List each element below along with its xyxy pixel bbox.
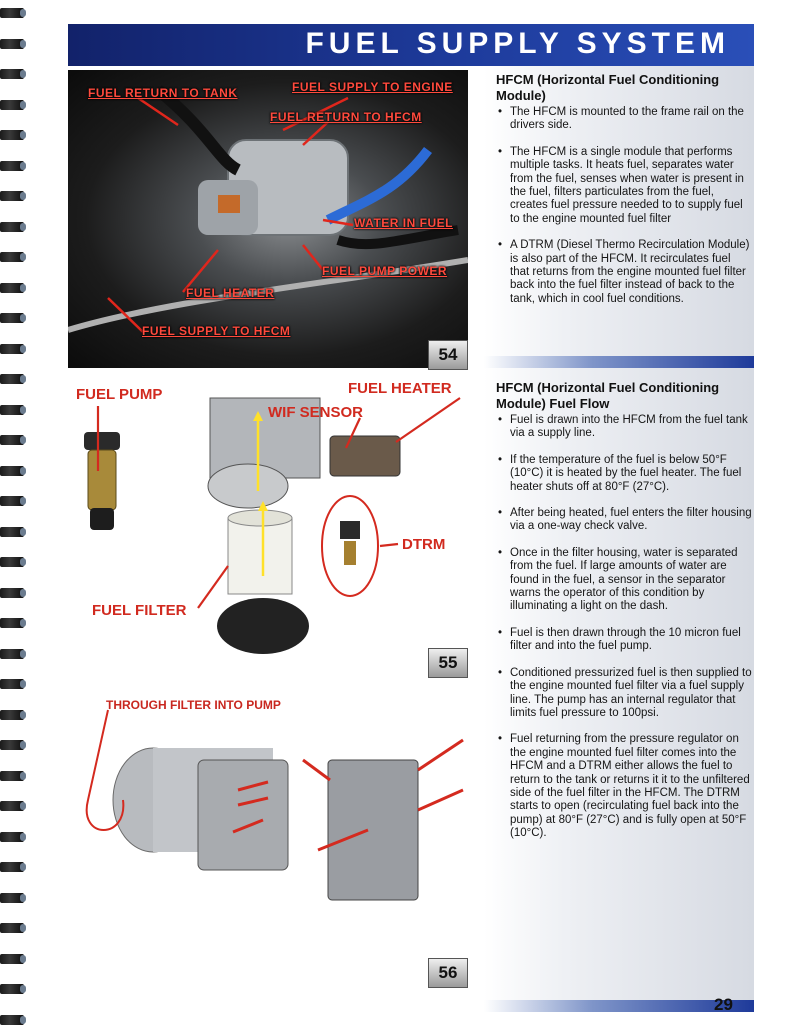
label-fuel-supply-to-engine: FUEL SUPPLY TO ENGINE [292, 80, 453, 94]
spiral-coil [0, 526, 26, 537]
section-fuel-flow: HFCM (Horizontal Fuel Conditioning Modul… [496, 380, 752, 854]
spiral-coil [0, 343, 26, 354]
page-title: FUEL SUPPLY SYSTEM [305, 27, 730, 60]
label-fuel-supply-to-hfcm: FUEL SUPPLY TO HFCM [142, 324, 291, 338]
label-fuel-heater-55: FUEL HEATER [348, 380, 452, 397]
spiral-coil [0, 404, 26, 415]
bullet: Fuel is then drawn through the 10 micron… [496, 627, 752, 654]
bullet: Fuel is drawn into the HFCM from the fue… [496, 414, 752, 441]
spiral-coil [0, 496, 26, 506]
spiral-coil [0, 38, 26, 49]
figure-number-54: 54 [428, 340, 468, 370]
spiral-coil [0, 862, 26, 872]
spiral-coil [0, 801, 26, 811]
spiral-coil [0, 282, 26, 293]
figure-54-photo: FUEL RETURN TO TANK FUEL SUPPLY TO ENGIN… [67, 70, 469, 370]
header-banner: FUEL SUPPLY SYSTEM [68, 24, 754, 66]
spiral-coil [0, 435, 26, 445]
label-through-filter-into-pump: THROUGH FILTER INTO PUMP [106, 698, 281, 712]
spiral-coil [0, 770, 26, 781]
section-hfcm-bullets: The HFCM is mounted to the frame rail on… [496, 106, 750, 306]
bullet: A DTRM (Diesel Thermo Recirculation Modu… [496, 239, 750, 306]
spiral-binding [0, 0, 40, 1028]
spiral-coil [0, 679, 26, 689]
section-divider-2 [484, 1000, 754, 1012]
label-fuel-filter: FUEL FILTER [92, 602, 187, 619]
label-fuel-heater: FUEL HEATER [186, 286, 275, 300]
bullet: The HFCM is mounted to the frame rail on… [496, 106, 750, 133]
spiral-coil [0, 130, 26, 140]
spiral-coil [0, 923, 26, 933]
spiral-coil [0, 984, 26, 994]
label-water-in-fuel: WATER IN FUEL [354, 216, 453, 230]
figure-54-illustration [67, 85, 469, 333]
spiral-coil [0, 99, 26, 110]
spiral-coil [0, 191, 26, 201]
spiral-coil [0, 8, 26, 18]
figure-56: THROUGH FILTER INTO PUMP 56 [68, 690, 468, 990]
spiral-coil [0, 587, 26, 598]
label-fuel-return-to-tank: FUEL RETURN TO TANK [88, 86, 238, 100]
label-fuel-pump-power: FUEL PUMP POWER [322, 264, 448, 278]
bullet: Once in the filter housing, water is sep… [496, 547, 752, 614]
spiral-coil [0, 252, 26, 262]
spiral-coil [0, 160, 26, 171]
spiral-coil [0, 221, 26, 232]
spiral-coil [0, 648, 26, 659]
spiral-coil [0, 831, 26, 842]
figure-number-56: 56 [428, 958, 468, 988]
bullet: Conditioned pressurized fuel is then sup… [496, 667, 752, 721]
section-fuel-flow-bullets: Fuel is drawn into the HFCM from the fue… [496, 414, 752, 841]
figure-56-illustration [85, 709, 464, 901]
section-hfcm-title: HFCM (Horizontal Fuel Conditioning Modul… [496, 72, 720, 103]
section-hfcm: HFCM (Horizontal Fuel Conditioning Modul… [496, 72, 750, 319]
figure-55: FUEL PUMP FUEL HEATER WIF SENSOR DTRM FU… [68, 376, 468, 680]
spiral-coil [0, 740, 26, 750]
label-wif-sensor: WIF SENSOR [268, 404, 364, 421]
bullet: After being heated, fuel enters the filt… [496, 507, 752, 534]
label-fuel-pump: FUEL PUMP [76, 386, 163, 403]
section-fuel-flow-title: HFCM (Horizontal Fuel Conditioning Modul… [496, 380, 720, 411]
page-number: 29 [714, 995, 733, 1014]
section-divider-1 [484, 356, 754, 368]
figure-number-55: 55 [428, 648, 468, 678]
figure-55-illustration [84, 397, 461, 654]
label-fuel-return-to-hfcm: FUEL RETURN TO HFCM [270, 110, 422, 124]
spiral-coil [0, 557, 26, 567]
spiral-coil [0, 892, 26, 903]
spiral-coil [0, 69, 26, 79]
bullet: If the temperature of the fuel is below … [496, 454, 752, 494]
spiral-coil [0, 709, 26, 720]
spiral-coil [0, 618, 26, 628]
spiral-coil [0, 374, 26, 384]
spiral-coil [0, 953, 26, 964]
bullet: The HFCM is a single module that perform… [496, 146, 750, 226]
spiral-coil [0, 465, 26, 476]
spiral-coil [0, 313, 26, 323]
label-dtrm: DTRM [402, 536, 446, 553]
bullet: Fuel returning from the pressure regulat… [496, 733, 752, 840]
spiral-coil [0, 1014, 26, 1025]
